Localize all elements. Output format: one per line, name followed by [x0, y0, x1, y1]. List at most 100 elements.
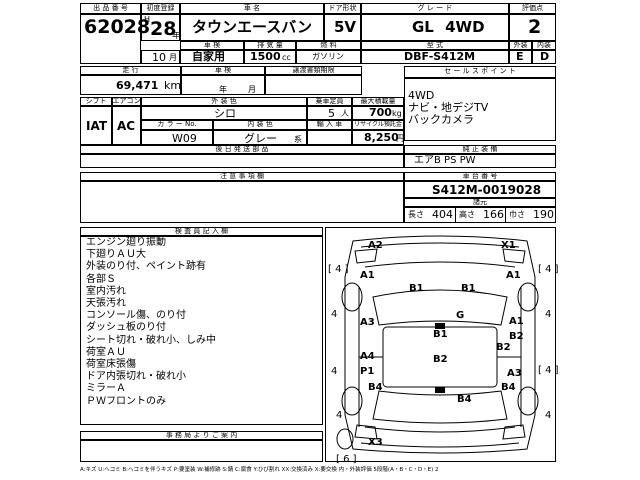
- fuel: ガソリン: [312, 52, 344, 61]
- tire-mark: 4: [336, 410, 343, 421]
- damage-code: B2: [509, 331, 524, 342]
- hood: [364, 261, 516, 268]
- damage-code: A1: [506, 270, 521, 281]
- ext-header-cell: [509, 41, 532, 50]
- ac-header: エアコン: [112, 97, 141, 105]
- lot-number: 62028: [84, 16, 151, 38]
- damage-code: B1: [433, 329, 448, 340]
- color-no-header: カ ラ ー No.: [157, 120, 197, 128]
- damage-code: A3: [507, 368, 522, 379]
- note-line: ダッシュ板のり付: [86, 322, 166, 334]
- door-type: 5V: [334, 18, 357, 36]
- ac: AC: [117, 119, 136, 133]
- damage-code: G: [456, 310, 465, 321]
- note-line: ドア内張切れ・破れ小: [86, 371, 186, 383]
- disp-cell: [244, 50, 296, 64]
- genuine-header-cell: [404, 145, 556, 154]
- ext-color-header-cell: [141, 97, 307, 106]
- first-reg-header: 初度登録: [146, 4, 175, 12]
- chassis-number: S412M-0019028: [432, 183, 542, 197]
- selling-point: ナビ・地デジTV: [408, 101, 489, 114]
- damage-code: A3: [360, 317, 375, 328]
- damage-code: B4: [501, 382, 516, 393]
- car-diagram: [336, 235, 539, 454]
- tire-front-left: [341, 282, 363, 312]
- genuine-header: 純 正 装 備: [462, 145, 498, 153]
- rear-parts-header: 後 日 発 送 部 品: [215, 145, 269, 153]
- office-header: 事 務 局 よ り ご 案 内: [165, 431, 238, 439]
- int-color-suffix: 系: [294, 135, 302, 144]
- genuine-equipment: エアB PS PW: [414, 155, 476, 166]
- note-line: コンソール傷、のり付: [86, 310, 186, 322]
- tire-mark: 4: [545, 309, 552, 320]
- note-line: シート切れ・破れ小、しみ中: [86, 334, 216, 346]
- chassis-note-cell: [404, 198, 556, 207]
- chassis-header-cell: [404, 172, 556, 181]
- damage-code: X3: [368, 437, 383, 448]
- notes-header-cell: [80, 172, 404, 181]
- damage-code: B2: [433, 354, 448, 365]
- damage-code: A1: [509, 316, 524, 327]
- km-unit: km: [164, 79, 182, 92]
- tire-mark: 4: [331, 309, 338, 320]
- damage-marker: [435, 387, 445, 393]
- tire-rear-right: [517, 386, 539, 416]
- transfer-cell: [265, 75, 362, 95]
- windshield: [372, 289, 508, 326]
- body-outline: [344, 235, 536, 454]
- chassis-note: 諸元: [473, 198, 487, 206]
- selling-point: 4WD: [408, 89, 435, 102]
- shift-header-cell: [80, 97, 112, 106]
- rear-window: [372, 390, 508, 424]
- reg-year-suffix: 年: [172, 31, 180, 40]
- damage-code: P1: [360, 366, 375, 377]
- shaken-month-cell: [141, 50, 180, 64]
- int-header-cell: [532, 41, 556, 50]
- capacity: 5: [328, 107, 335, 120]
- color-no-header-cell: [141, 120, 213, 130]
- model: DBF-S412M: [404, 50, 476, 63]
- damage-code: B2: [496, 342, 511, 353]
- color-no-cell: [141, 130, 213, 145]
- tire-rear-left: [341, 386, 363, 416]
- mileage-header: 走 行: [122, 66, 139, 74]
- cc-unit: cc: [282, 53, 291, 62]
- capacity-cell: [307, 106, 352, 120]
- max-load-header-cell: [352, 97, 404, 106]
- note-line: 下廻りＡＵ大: [86, 249, 146, 261]
- ac-header-cell: [112, 97, 141, 106]
- shift: IAT: [86, 119, 108, 133]
- capacity-unit: 人: [341, 109, 349, 118]
- damage-code: B1: [461, 283, 476, 294]
- tire-mark: [ 4 ]: [538, 365, 559, 376]
- chassis-cell: [404, 181, 556, 198]
- ext-grade: E: [516, 50, 524, 63]
- height-label: 高さ: [459, 210, 475, 219]
- car-name-header-cell: [180, 3, 324, 14]
- max-load: 700: [369, 106, 392, 119]
- legend: A:キズ U:ヘコミ B:ヘコミを伴うキズ P:要塗装 W:補修跡 S:錆 C:…: [80, 467, 439, 473]
- tire-mark: 4: [545, 410, 552, 421]
- score: 2: [528, 16, 542, 38]
- note-line: エンジン廻り振動: [86, 237, 166, 248]
- grade-cell: [361, 14, 509, 41]
- usage-cell: [180, 50, 244, 64]
- tire-mark: [ 4 ]: [328, 264, 349, 275]
- color-code: W09: [172, 132, 197, 145]
- kg-unit: kg: [392, 109, 402, 118]
- ext-color: シロ: [214, 107, 236, 120]
- width: 190: [533, 208, 554, 221]
- import-header-cell: [307, 120, 352, 130]
- shift-header: シフト: [85, 97, 107, 105]
- tail-light-right: [502, 424, 526, 440]
- car-name-header: 車 名: [243, 4, 261, 12]
- displacement: 1500: [250, 50, 281, 63]
- note-line: 荷室ＡＵ: [86, 346, 126, 358]
- int-grade: D: [540, 50, 550, 63]
- first-reg-header-cell: [141, 3, 180, 14]
- selling-body: [404, 78, 556, 141]
- era: H: [144, 15, 151, 24]
- lot-header-cell: [80, 3, 141, 14]
- back-door: [364, 426, 516, 433]
- car-name-cell: [180, 14, 324, 41]
